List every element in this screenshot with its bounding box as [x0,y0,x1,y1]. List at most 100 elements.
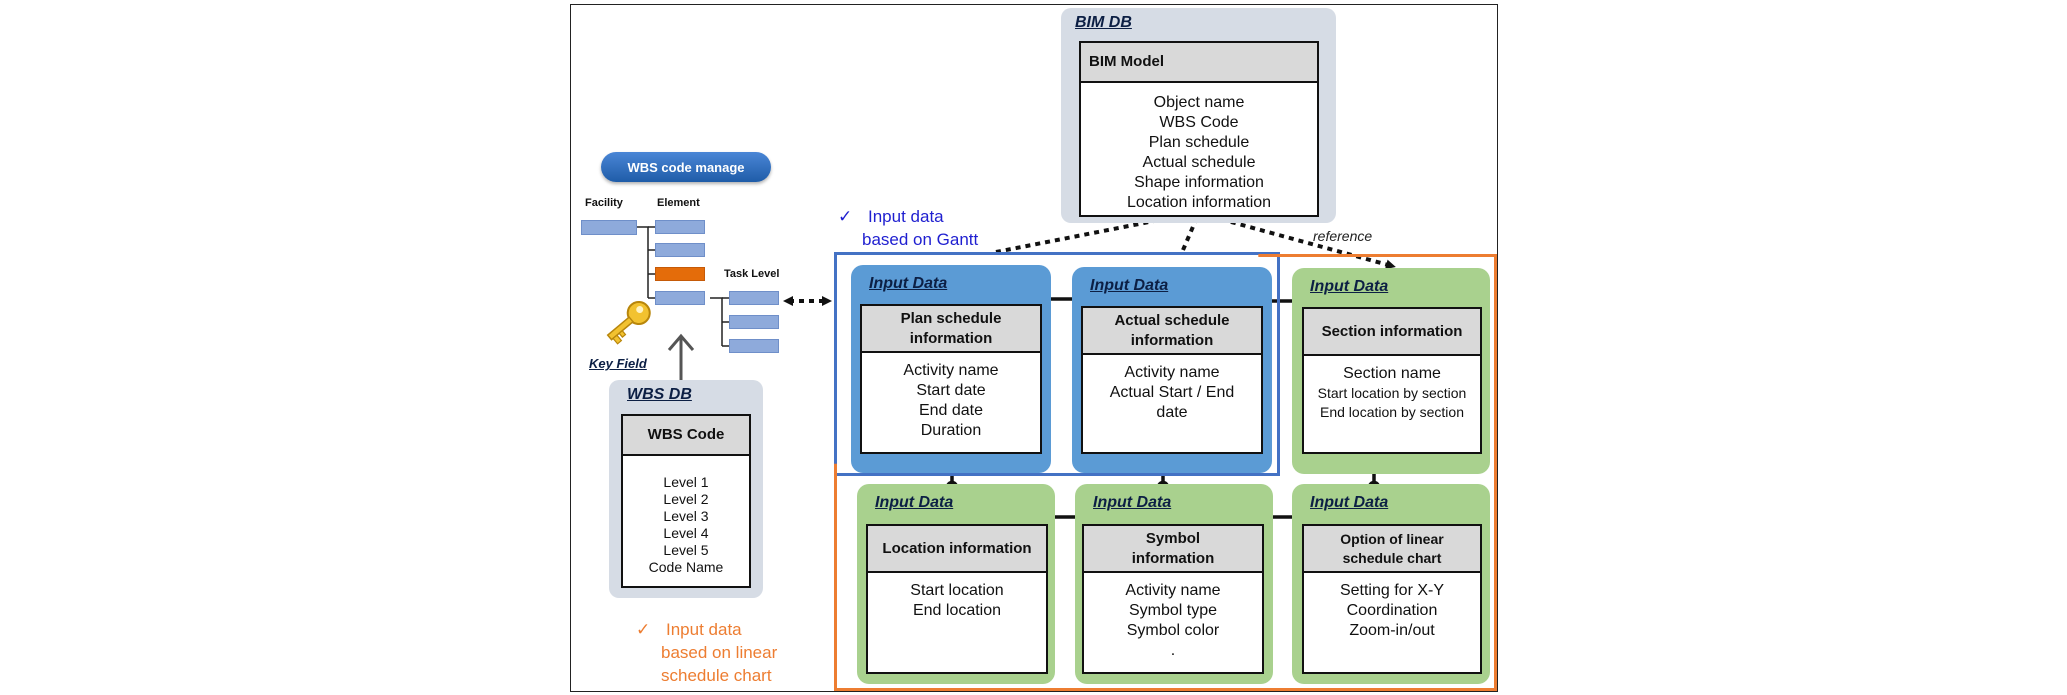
bim-field: Location information [1126,194,1272,211]
field-item: Duration [920,422,982,439]
field-item: Start location [910,582,1004,599]
input-panel-title: Input Data [1310,278,1389,295]
section-info-card: Section information Section name Start l… [1302,307,1482,454]
wbs-db-panel: WBS DB WBS Code Level 1 Level 2 Level 3 … [609,380,763,598]
wbs-task-bar [729,291,779,305]
option-chart-card: Option of linear schedule chart Setting … [1302,524,1482,674]
input-panel-title: Input Data [1310,494,1389,511]
input-panel-location: Input Data Location information Start lo… [857,484,1055,684]
input-panel-title: Input Data [869,275,948,292]
wbs-code-manage-button[interactable]: WBS code manage [601,152,771,182]
input-panel-actual: Input Data Actual schedule information A… [1072,267,1272,473]
check-icon: ✓ [838,207,853,226]
linear-note: ✓ Input data based on linear schedule ch… [636,618,777,687]
option-chart-card-title: Option of linear schedule chart [1304,526,1480,573]
element-label: Element [657,197,700,209]
wbs-field: Level 5 [663,542,709,558]
option-chart-fields: Setting for X-Y Coordination Zoom-in/out [1304,573,1480,641]
input-panel-symbol: Input Data Symbol information Activity n… [1075,484,1273,684]
wbs-element-bar [655,291,705,305]
input-panel-plan: Input Data Plan schedule information Act… [851,265,1051,473]
wbs-task-bar [729,339,779,353]
location-info-card-title: Location information [868,526,1046,573]
bim-db-title: BIM DB [1075,14,1132,31]
key-field-label: Key Field [589,356,647,371]
wbs-field: Level 1 [663,474,709,490]
card-title-line: Option of linear [1340,530,1444,547]
wbs-code-card-title: WBS Code [623,416,749,456]
linear-note-line: Input data [666,620,742,639]
field-item: End location by section [1320,404,1464,420]
gantt-note-line: based on Gantt [862,230,979,249]
gantt-note: ✓ Input data based on Gantt [838,205,978,251]
plan-schedule-card: Plan schedule information Activity name … [860,304,1042,454]
field-item: Setting for X-Y [1339,582,1445,599]
card-title-line: information [1130,331,1214,349]
bim-field: WBS Code [1159,114,1239,131]
field-item: Actual Start / End [1109,384,1235,401]
field-item: End date [918,402,984,419]
input-panel-title: Input Data [1093,494,1172,511]
facility-label: Facility [585,197,623,209]
wbs-field: Level 4 [663,525,709,541]
task-level-label: Task Level [724,268,780,280]
key-icon [606,301,651,345]
wbs-field: Code Name [648,559,724,575]
field-item: Activity name [903,362,999,379]
card-title-line: Actual schedule [1114,311,1230,329]
bim-field: Shape information [1134,174,1264,191]
linear-note-line: based on linear [661,643,778,662]
wbs-field: Level 3 [663,508,709,524]
field-item: Start location by section [1317,385,1467,401]
actual-schedule-fields: Activity name Actual Start / End date [1083,355,1261,423]
bim-db-panel: BIM DB BIM Model Object name WBS Code Pl… [1061,8,1336,223]
field-item: Start date [916,382,986,399]
input-panel-title: Input Data [875,494,954,511]
field-item: Symbol type [1128,602,1218,619]
input-panel-title: Input Data [1090,277,1169,294]
card-title-line: information [909,329,993,347]
wbs-element-bar [655,220,705,234]
bim-field: Object name [1153,94,1245,111]
symbol-info-card: Symbol information Activity name Symbol … [1082,524,1264,674]
card-title-line: Symbol [1145,529,1201,547]
field-item: date [1156,404,1188,421]
wbs-element-bar-selected [655,267,705,281]
symbol-info-fields: Activity name Symbol type Symbol color . [1084,573,1262,661]
bim-field: Actual schedule [1142,154,1256,171]
wbs-field: Level 2 [663,491,709,507]
plan-schedule-fields: Activity name Start date End date Durati… [862,353,1040,441]
input-panel-option: Input Data Option of linear schedule cha… [1292,484,1490,684]
wbs-element-bar [655,243,705,257]
wbs-facility-bar [581,220,637,235]
field-item: Zoom-in/out [1349,622,1435,639]
field-item: Activity name [1124,364,1220,381]
wbs-code-card: WBS Code Level 1 Level 2 Level 3 Level 4… [621,414,751,588]
symbol-info-card-title: Symbol information [1084,526,1262,573]
gantt-note-line: Input data [868,207,944,226]
section-info-card-title: Section information [1304,309,1480,356]
wbs-db-title: WBS DB [627,386,692,403]
field-item: Activity name [1125,582,1221,599]
up-arrow-key-field [667,333,695,380]
location-info-card: Location information Start location End … [866,524,1048,674]
field-item: Coordination [1346,602,1438,619]
actual-schedule-card-title: Actual schedule information [1083,308,1261,355]
bim-model-fields: Object name WBS Code Plan schedule Actua… [1081,83,1317,213]
bim-model-card-title: BIM Model [1081,43,1317,83]
field-item: Section name [1343,365,1441,382]
field-item: Symbol color [1126,622,1220,639]
wbs-task-bar [729,315,779,329]
wbs-tree-lines [637,226,729,347]
card-title-line: schedule chart [1342,549,1442,566]
actual-schedule-card: Actual schedule information Activity nam… [1081,306,1263,454]
input-panel-section: Input Data Section information Section n… [1292,268,1490,474]
card-title-line: Plan schedule [900,309,1002,327]
bim-field: Plan schedule [1148,134,1250,151]
card-title-line: information [1131,549,1215,567]
linear-note-line: schedule chart [661,666,772,685]
gantt-group-box [834,252,1280,476]
field-item: End location [912,602,1002,619]
diagram-frame [570,4,1498,692]
reference-label: reference [1313,228,1373,244]
